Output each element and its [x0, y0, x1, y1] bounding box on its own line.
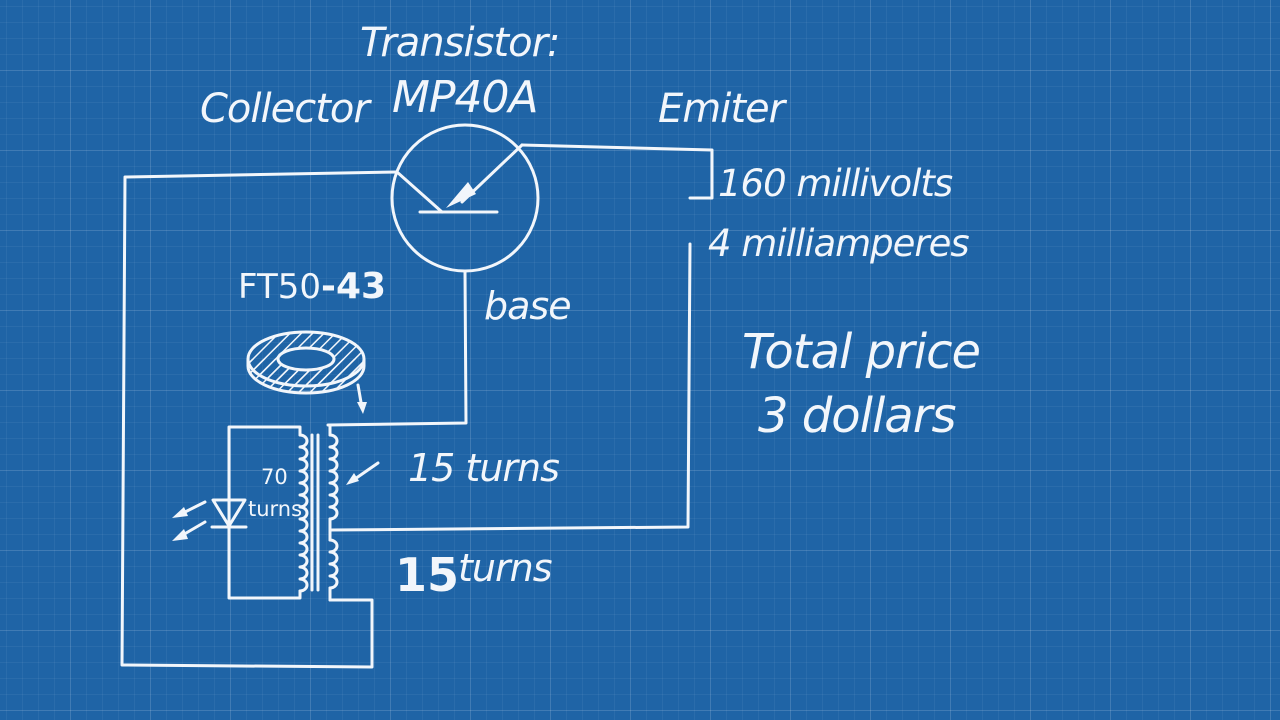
led-coil — [298, 433, 309, 593]
base-coil — [328, 433, 339, 521]
current-label: 4 milliamperes — [708, 222, 970, 265]
base-winding-label: 15 turns — [408, 446, 560, 490]
emitter-label: Emiter — [658, 86, 785, 132]
core-name-suffix: -43 — [321, 266, 387, 307]
emitter-arrow-head — [446, 182, 476, 208]
transistor-collector-lead — [395, 170, 444, 214]
led-winding-unit: turns — [248, 497, 303, 521]
base-label: base — [484, 284, 572, 328]
price-line-2: 3 dollars — [758, 388, 956, 444]
emitter-wire — [520, 143, 714, 200]
transistor-model: MP40A — [392, 72, 539, 123]
core-arrow-head — [357, 402, 367, 414]
core-label: FT50-43 — [238, 266, 386, 307]
led-winding-number: 70 — [261, 465, 288, 489]
winding-arrow-head — [346, 473, 359, 485]
collector-wire — [120, 170, 399, 669]
return-wire — [328, 242, 692, 532]
light-ray-head-1 — [172, 507, 188, 518]
collector-winding-number: 15 — [395, 548, 460, 602]
collector-winding-unit: turns — [458, 546, 552, 590]
voltage-label: 160 millivolts — [718, 162, 953, 205]
led-diode-triangle — [211, 498, 247, 528]
toroid-core — [246, 330, 366, 395]
light-ray-head-2 — [172, 529, 188, 541]
transistor-label: Transistor: — [360, 20, 561, 66]
base-wire — [326, 269, 468, 427]
led-loop-wire — [227, 425, 302, 600]
collector-coil — [328, 538, 339, 590]
collector-label: Collector — [200, 86, 370, 132]
core-name-prefix: FT50 — [238, 267, 321, 307]
price-line-1: Total price — [742, 324, 981, 380]
